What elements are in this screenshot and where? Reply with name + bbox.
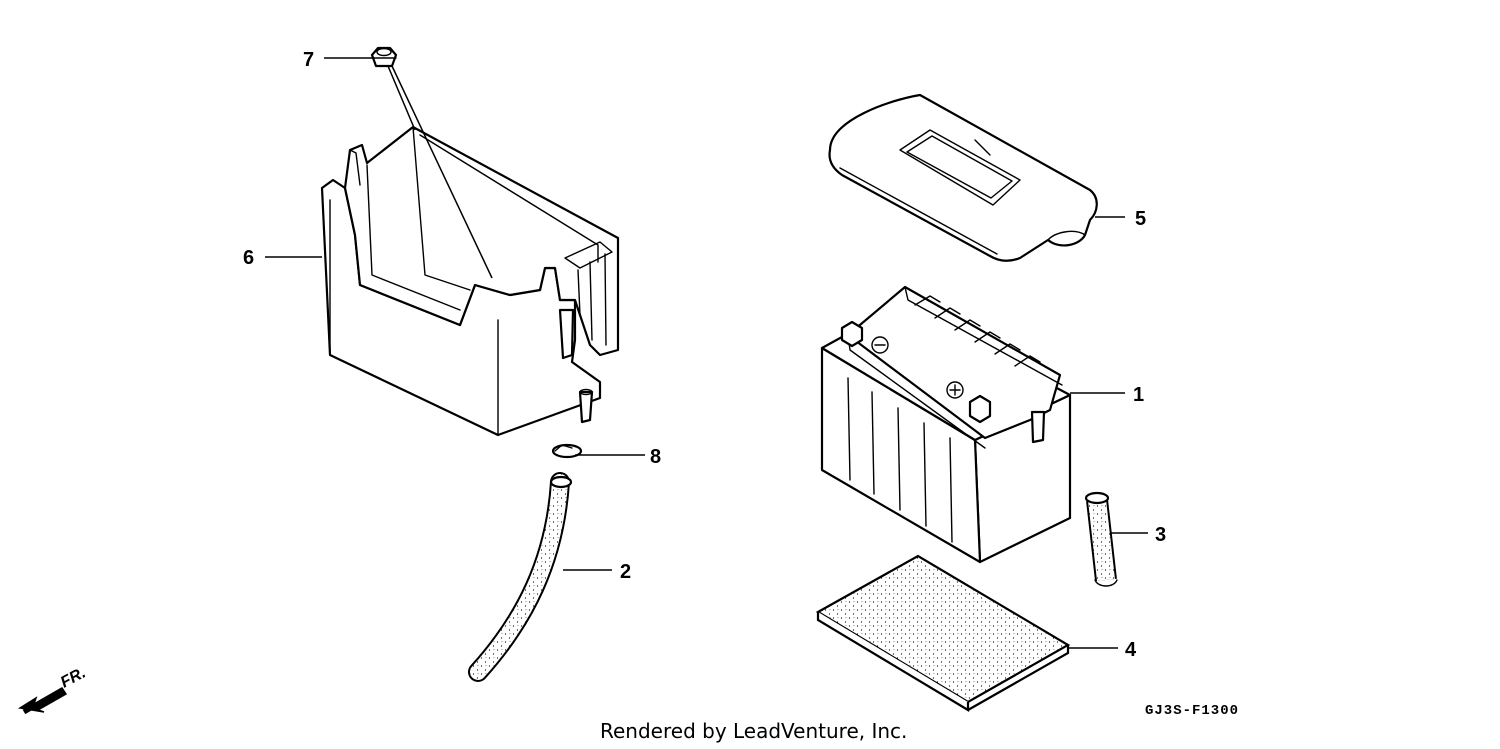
part-8-clip: [551, 443, 583, 459]
part-6-battery-case: [320, 125, 620, 437]
callout-1: 1: [1133, 384, 1144, 406]
credit-text: Rendered by LeadVenture, Inc.: [600, 719, 907, 743]
callout-2: 2: [620, 561, 631, 583]
part-2-breather-tube: [468, 472, 573, 682]
drawing-code: GJ3S-F1300: [1145, 703, 1239, 719]
part-5-cover-pad: [828, 93, 1098, 262]
part-1-battery: [820, 285, 1072, 564]
callout-8: 8: [650, 446, 661, 468]
callout-4: 4: [1125, 639, 1137, 661]
callout-6: 6: [243, 247, 254, 269]
part-4-mat: [815, 554, 1071, 712]
callout-7: 7: [303, 49, 314, 71]
part-7-nut: [370, 46, 398, 68]
callout-5: 5: [1135, 208, 1146, 230]
part-3-short-tube: [1084, 491, 1118, 587]
front-arrow-icon: [17, 687, 68, 715]
callout-3: 3: [1155, 524, 1166, 546]
